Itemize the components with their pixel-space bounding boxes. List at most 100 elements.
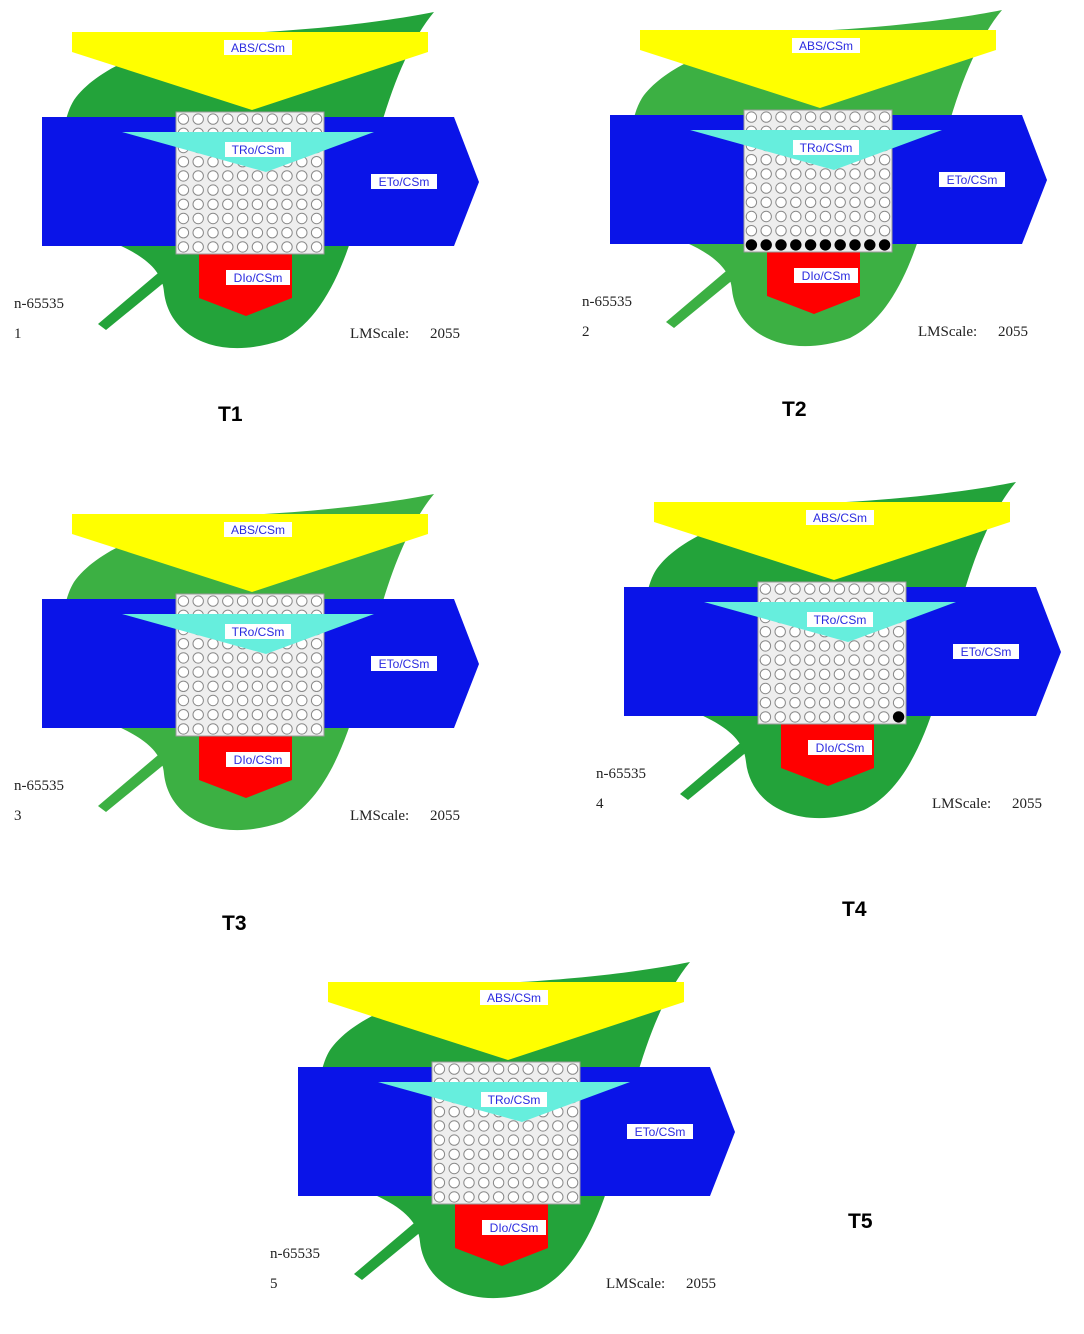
reaction-center-open	[433, 1134, 446, 1146]
reaction-center-open	[296, 184, 308, 196]
reaction-center-open	[192, 156, 204, 168]
lmscale-label: LMScale:	[918, 324, 977, 340]
reaction-center-open	[848, 682, 860, 695]
panel-index: 5	[270, 1276, 278, 1292]
reaction-center-open	[192, 709, 204, 721]
reaction-center-open	[804, 196, 817, 209]
dio-label: DIo/CSm	[802, 269, 851, 283]
reaction-center-open	[790, 111, 802, 123]
tro-label-bg	[225, 624, 291, 639]
reaction-center-open	[433, 1162, 446, 1175]
reaction-center-open	[759, 640, 772, 652]
reaction-center-open	[433, 1120, 446, 1132]
abs-label-bg	[792, 38, 860, 53]
reaction-center-closed	[790, 239, 802, 251]
reaction-center-open	[775, 210, 787, 223]
n-value: n-65535	[582, 294, 632, 310]
reaction-center-open	[819, 182, 832, 194]
reaction-center-open	[281, 709, 293, 721]
reaction-center-open	[478, 1177, 490, 1189]
reaction-center-open	[251, 241, 264, 253]
reaction-center-open	[192, 666, 204, 678]
reaction-center-open	[892, 654, 905, 666]
reaction-center-open	[251, 694, 264, 707]
reaction-center-open	[537, 1063, 549, 1075]
dio-label-bg	[226, 270, 290, 285]
reaction-center-open	[310, 709, 323, 721]
reaction-center-open	[833, 654, 846, 666]
abs-funnel	[328, 982, 684, 1060]
reaction-center-open	[296, 666, 308, 678]
reaction-center-open	[310, 198, 323, 211]
reaction-center-open	[552, 1177, 564, 1189]
reaction-center-open	[819, 196, 832, 209]
reaction-center-open	[745, 168, 758, 180]
reaction-center-open	[281, 227, 293, 239]
reaction-center-open	[759, 697, 772, 709]
reaction-center-open	[296, 694, 308, 707]
caption-t4: T4	[842, 898, 867, 921]
reaction-center-open	[296, 241, 308, 253]
reaction-center-open	[207, 198, 219, 211]
abs-funnel	[72, 32, 428, 110]
reaction-center-open	[760, 210, 772, 223]
reaction-center-open	[448, 1177, 460, 1189]
reaction-center-open	[296, 170, 308, 182]
reaction-center-open	[177, 170, 190, 182]
reaction-center-open	[774, 682, 786, 695]
leaf-stem	[680, 738, 754, 800]
reaction-center-open	[266, 680, 278, 693]
reaction-center-open	[878, 154, 891, 166]
reaction-center-open	[177, 666, 190, 678]
reaction-center-open	[177, 198, 190, 211]
reaction-center-open	[251, 723, 264, 735]
reaction-center-open	[848, 711, 860, 723]
reaction-center-open	[522, 1148, 534, 1161]
panel-index: 4	[596, 796, 604, 812]
reaction-center-open	[775, 182, 787, 194]
reaction-center-open	[849, 196, 861, 209]
reaction-center-open	[236, 212, 249, 225]
reaction-center-open	[266, 666, 278, 678]
reaction-center-open	[492, 1134, 505, 1146]
dio-label: DIo/CSm	[234, 271, 283, 285]
reaction-center-open	[804, 182, 817, 194]
reaction-center-open	[507, 1120, 520, 1132]
reaction-center-open	[760, 154, 772, 166]
reaction-center-open	[266, 170, 278, 182]
reaction-center-open	[236, 723, 249, 735]
reaction-center-open	[310, 184, 323, 196]
eto-label-bg	[371, 174, 437, 189]
reaction-center-open	[177, 723, 190, 735]
reaction-center-open	[251, 652, 264, 664]
lmscale-label: LMScale:	[350, 326, 409, 342]
reaction-center-open	[177, 156, 190, 168]
reaction-center-open	[552, 1191, 564, 1203]
reaction-center-open	[296, 227, 308, 239]
caption-t2: T2	[782, 398, 807, 421]
dio-label-bg	[808, 740, 872, 755]
reaction-center-open	[537, 1120, 549, 1132]
reaction-center-open	[849, 111, 861, 123]
reaction-center-open	[281, 694, 293, 707]
reaction-center-open	[251, 113, 264, 125]
reaction-center-open	[177, 184, 190, 196]
reaction-center-open	[790, 210, 802, 223]
reaction-center-open	[818, 697, 831, 709]
leaf-stem	[98, 268, 172, 330]
reaction-center-open	[222, 170, 234, 182]
reaction-center-open	[878, 640, 890, 652]
reaction-center-open	[266, 652, 278, 664]
reaction-center-open	[177, 595, 190, 607]
reaction-center-open	[745, 182, 758, 194]
reaction-center-open	[266, 198, 278, 211]
reaction-center-open	[745, 111, 758, 123]
reaction-center-open	[552, 1162, 564, 1175]
reaction-center-open	[296, 198, 308, 211]
reaction-center-open	[310, 595, 323, 607]
lmscale-value: 2055	[686, 1276, 716, 1292]
reaction-center-open	[760, 182, 772, 194]
